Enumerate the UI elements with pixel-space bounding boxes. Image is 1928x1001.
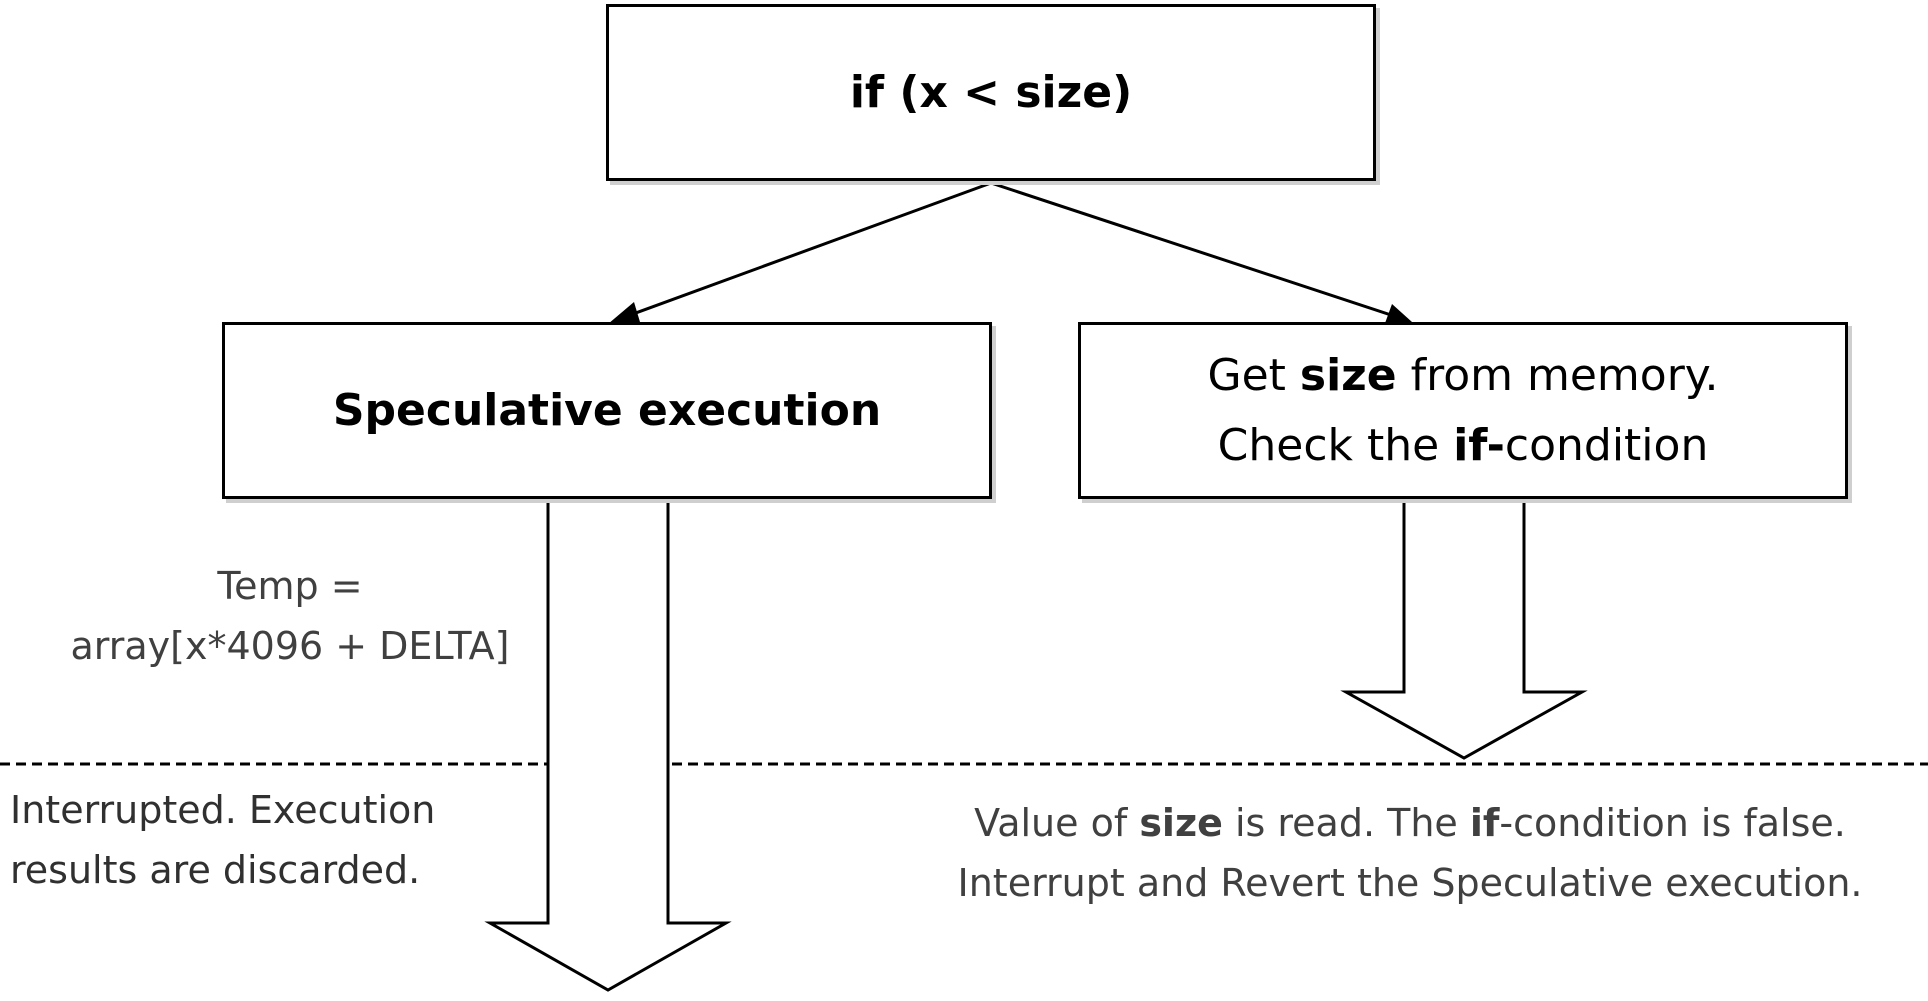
- block-arrow-check: [1340, 500, 1588, 760]
- check-line-2: Check the if-condition: [1207, 411, 1718, 481]
- check-line-1-bold: size: [1299, 349, 1397, 401]
- condition-label: if (x < size): [849, 67, 1133, 118]
- temp-annotation: Temp = array[x*4096 + DELTA]: [40, 556, 540, 676]
- speculative-execution-label: Speculative execution: [332, 385, 882, 436]
- value-line-1-bold-if: if: [1469, 801, 1500, 845]
- value-annotation-line-1: Value of size is read. The if-condition …: [900, 793, 1920, 853]
- arrowhead-speculative: [608, 302, 640, 324]
- condition-node: if (x < size): [606, 4, 1376, 181]
- check-line-1-pre: Get: [1207, 349, 1300, 401]
- check-line-1: Get size from memory.: [1207, 341, 1718, 411]
- block-arrow-speculative: [484, 500, 732, 992]
- check-line-1-post: from memory.: [1396, 349, 1719, 401]
- interrupted-annotation-line-2: results are discarded.: [10, 848, 421, 892]
- check-line-2-post: condition: [1504, 419, 1709, 471]
- temp-annotation-line-1: Temp =: [217, 564, 363, 608]
- arrow-to-check: [990, 181, 1401, 320]
- temp-annotation-line-2: array[x*4096 + DELTA]: [70, 624, 510, 668]
- check-condition-node: Get size from memory. Check the if-condi…: [1078, 322, 1848, 499]
- value-line-1-mid: is read. The: [1222, 801, 1470, 845]
- value-annotation-line-2: Interrupt and Revert the Speculative exe…: [957, 861, 1863, 905]
- value-annotation: Value of size is read. The if-condition …: [900, 793, 1920, 913]
- value-line-1-bold-size: size: [1139, 801, 1223, 845]
- interrupted-annotation-line-1: Interrupted. Execution: [10, 788, 436, 832]
- check-line-2-bold: if-: [1453, 419, 1505, 471]
- value-line-1-pre: Value of: [974, 801, 1140, 845]
- check-line-2-pre: Check the: [1217, 419, 1454, 471]
- speculative-execution-node: Speculative execution: [222, 322, 992, 499]
- interrupted-annotation: Interrupted. Execution results are disca…: [10, 780, 530, 900]
- arrowhead-check: [1384, 304, 1412, 326]
- arrow-to-speculative: [621, 181, 992, 320]
- value-line-1-post: -condition is false.: [1499, 801, 1846, 845]
